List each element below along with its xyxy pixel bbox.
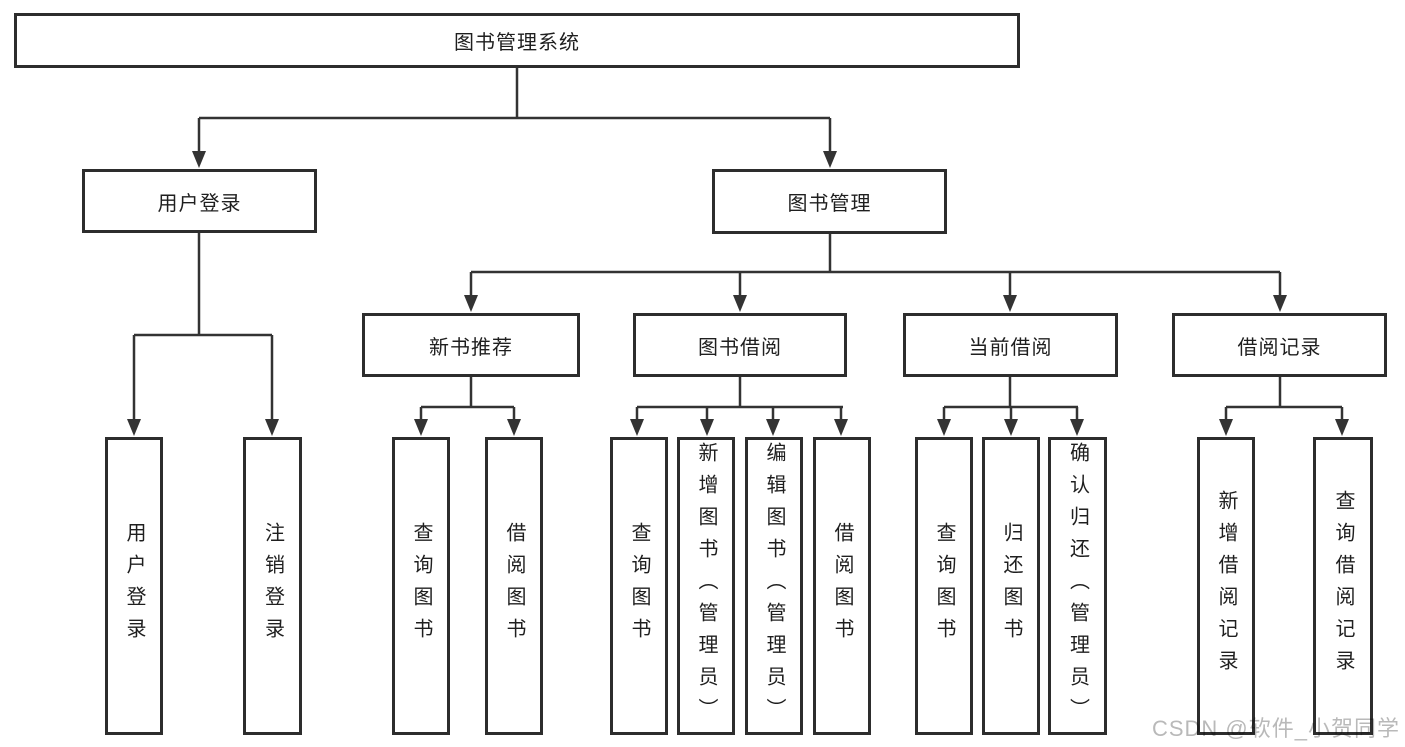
leaf-user-login-label: 用户登录	[123, 522, 145, 650]
leaf-borrow-edit-book-admin-label: 编辑图书（管理员）	[763, 442, 785, 730]
node-current-borrow: 当前借阅	[903, 313, 1118, 377]
node-book-borrow-label: 图书借阅	[698, 336, 782, 359]
arrowheads	[127, 151, 1349, 436]
leaf-borrow-add-book-admin: 新增图书（管理员）	[677, 437, 735, 735]
connector-root-to-level2	[197, 68, 832, 154]
leaf-borrow-query-book-label: 查询图书	[628, 522, 650, 650]
leaf-borrow-borrow-book: 借阅图书	[813, 437, 871, 735]
leaf-user-login: 用户登录	[105, 437, 163, 735]
node-root: 图书管理系统	[14, 13, 1020, 68]
leaf-borrow-edit-book-admin: 编辑图书（管理员）	[745, 437, 803, 735]
leaf-newbook-borrow-book: 借阅图书	[485, 437, 543, 735]
leaf-record-query-borrow-record: 查询借阅记录	[1313, 437, 1373, 735]
node-book-management-label: 图书管理	[787, 193, 872, 215]
node-user-login-label: 用户登录	[157, 192, 242, 215]
connector-user-login-to-leaves	[132, 233, 274, 422]
node-user-login: 用户登录	[82, 169, 317, 233]
leaf-current-confirm-return-admin: 确认归还（管理员）	[1048, 437, 1107, 735]
leaf-borrow-query-book: 查询图书	[610, 437, 668, 735]
leaf-current-return-book-label: 归还图书	[1000, 522, 1022, 650]
leaf-record-add-borrow-record: 新增借阅记录	[1197, 437, 1255, 735]
leaf-current-return-book: 归还图书	[982, 437, 1040, 735]
csdn-watermark: CSDN @软件_小贺同学	[1151, 716, 1400, 741]
leaf-borrow-borrow-book-label: 借阅图书	[831, 522, 853, 650]
node-borrow-record: 借阅记录	[1172, 313, 1387, 377]
leaf-current-confirm-return-admin-label: 确认归还（管理员）	[1066, 442, 1089, 730]
connector-current-borrow-to-leaves	[942, 377, 1079, 423]
leaf-current-query-book-label: 查询图书	[933, 522, 955, 650]
node-current-borrow-label: 当前借阅	[968, 336, 1053, 359]
connector-new-book-to-leaves	[419, 377, 516, 423]
node-book-borrow: 图书借阅	[633, 313, 847, 377]
leaf-record-query-borrow-record-label: 查询借阅记录	[1332, 490, 1354, 682]
node-new-book-recommend-label: 新书推荐	[429, 336, 513, 359]
node-book-management: 图书管理	[712, 169, 947, 234]
leaf-newbook-borrow-book-label: 借阅图书	[503, 522, 525, 650]
node-new-book-recommend: 新书推荐	[362, 313, 580, 377]
leaf-record-add-borrow-record-label: 新增借阅记录	[1215, 490, 1237, 682]
connector-borrow-record-to-leaves	[1224, 377, 1344, 423]
leaf-newbook-query-book: 查询图书	[392, 437, 450, 735]
leaf-logout-label: 注销登录	[261, 522, 284, 650]
leaf-newbook-query-book-label: 查询图书	[410, 522, 432, 650]
leaf-current-query-book: 查询图书	[915, 437, 973, 735]
connector-book-borrow-to-leaves	[635, 377, 843, 423]
leaf-logout: 注销登录	[243, 437, 302, 735]
node-root-label: 图书管理系统	[454, 32, 580, 54]
node-borrow-record-label: 借阅记录	[1237, 336, 1322, 359]
leaf-borrow-add-book-admin-label: 新增图书（管理员）	[695, 442, 717, 730]
connector-book-management-to-level3	[469, 234, 1282, 298]
